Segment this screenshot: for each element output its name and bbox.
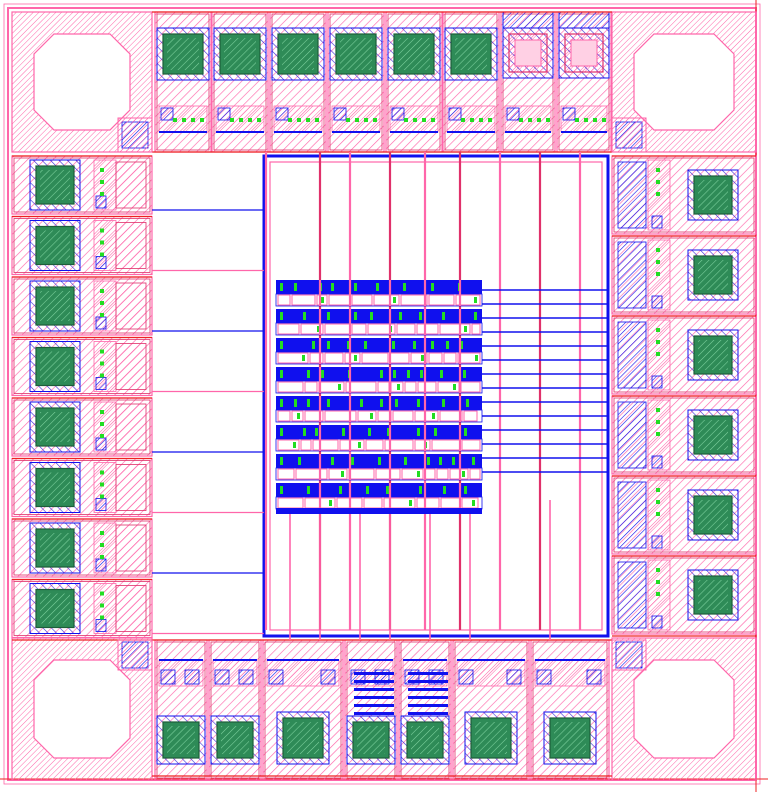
core-logic-block: [275, 280, 483, 514]
cell-row-2: [275, 309, 483, 336]
pad-bottom-4: [344, 639, 398, 781]
pad-left-2: [11, 215, 153, 276]
pad-row-bottom: [117, 639, 647, 781]
pad-top-4: [327, 11, 385, 153]
pad-left-4: [11, 336, 153, 397]
pad-left-1: [11, 155, 153, 215]
pad-row-top: [117, 11, 647, 153]
pad-top-3: [269, 11, 327, 153]
pad-left-3: [11, 276, 153, 336]
cell-row-1: [275, 280, 483, 307]
pad-bottom-2: [208, 639, 262, 781]
pad-top-5: [385, 11, 443, 153]
pad-bottom-5: [398, 639, 452, 781]
routing-wires: [152, 152, 610, 640]
cell-row-3: [275, 338, 483, 365]
pad-left-8: [11, 578, 153, 639]
cell-row-4: [275, 367, 483, 394]
pad-top-1: [154, 11, 212, 153]
pad-bottom-6: [452, 639, 530, 781]
cell-row-6: [275, 425, 483, 452]
pad-bottom-7: [530, 639, 610, 781]
pad-bottom-3: [262, 639, 344, 781]
pad-column-left: [11, 155, 153, 641]
pad-top-7: [500, 11, 556, 153]
pad-left-6: [11, 457, 153, 518]
pad-right-1: [611, 155, 757, 235]
pad-top-2: [211, 11, 269, 153]
cell-row-8: [275, 483, 483, 510]
pad-top-8: [556, 11, 612, 153]
cell-row-5: [275, 396, 483, 423]
pad-bottom-1: [154, 639, 208, 781]
pad-top-6: [442, 11, 500, 153]
pad-column-right: [611, 155, 757, 637]
pad-right-5: [611, 475, 757, 555]
pad-right-4: [611, 395, 757, 475]
pad-right-3: [611, 315, 757, 395]
pad-left-5: [11, 397, 153, 457]
pad-right-6: [611, 555, 757, 635]
corner-cell-tr: [611, 11, 757, 153]
pad-left-7: [11, 518, 153, 578]
pad-right-2: [611, 235, 757, 315]
core-bottom-rail: [276, 508, 482, 514]
cell-row-7: [275, 454, 483, 481]
